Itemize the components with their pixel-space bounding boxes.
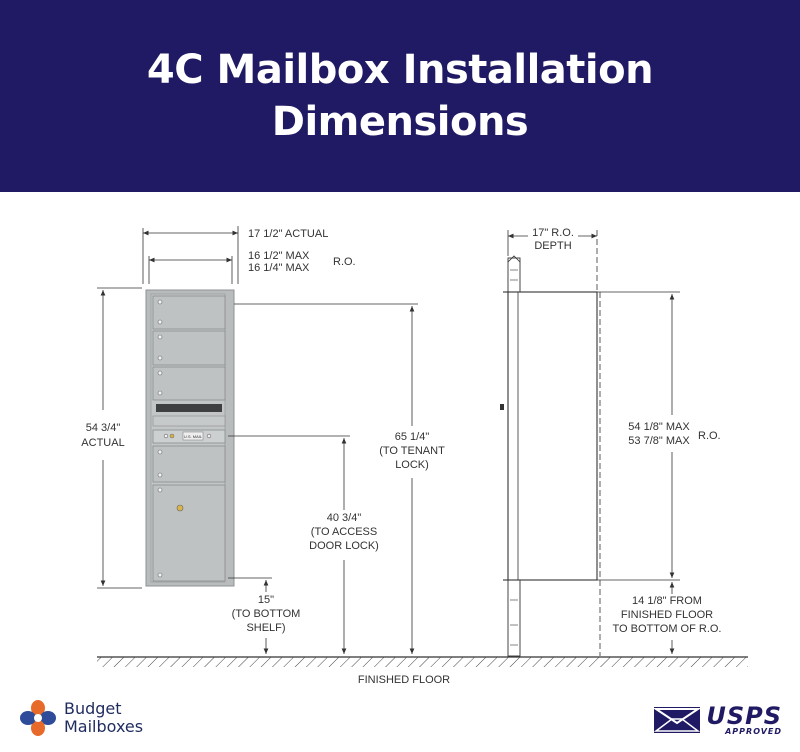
- ro-height-min-label: 53 7/8" MAX: [628, 435, 690, 447]
- budget-mailboxes-logo: Budget Mailboxes: [20, 700, 143, 736]
- outgoing-mail-slot: [156, 404, 222, 412]
- height-actual-label: ACTUAL: [81, 437, 124, 449]
- tenant-lock-label-1: (TO TENANT: [379, 445, 445, 457]
- depth-label: DEPTH: [534, 240, 571, 252]
- tenant-door-2: [152, 330, 226, 366]
- access-lock-label-1: (TO ACCESS: [311, 526, 377, 538]
- bottom-shelf-label-2: SHELF): [246, 622, 285, 634]
- finished-floor: FINISHED FLOOR: [97, 656, 748, 686]
- usps-wordmark: USPS: [706, 702, 782, 730]
- page-title-line-2: Dimensions: [271, 99, 529, 145]
- wall-stud-lower: [507, 579, 521, 657]
- finished-floor-label: FINISHED FLOOR: [358, 674, 450, 686]
- parcel-locker-door: [152, 484, 226, 582]
- floor-to-ro-value: 14 1/8" FROM: [632, 595, 702, 607]
- budget-mailboxes-flower-icon: [20, 700, 56, 736]
- tenant-door-4: [152, 445, 226, 483]
- ro-width-ro-label: R.O.: [333, 256, 356, 268]
- installation-diagram: U.S. MAIL 17 1/2" ACTUAL 16 1/2" MAX 16 …: [81, 226, 748, 686]
- floor-to-ro-label-2: TO BOTTOM OF R.O.: [613, 623, 722, 635]
- bottom-shelf-value: 15": [258, 594, 274, 606]
- tenant-lock-value: 65 1/4": [395, 431, 430, 443]
- brand-name-line-1: Budget: [64, 699, 122, 718]
- ro-height-max-label: 54 1/8" MAX: [628, 421, 690, 433]
- depth-value-label: 17" R.O.: [532, 227, 574, 239]
- ro-width-min-label: 16 1/4" MAX: [248, 262, 310, 274]
- floor-to-ro-label-1: FINISHED FLOOR: [621, 609, 713, 621]
- bottom-shelf-label-1: (TO BOTTOM: [232, 608, 301, 620]
- brand-name-line-2: Mailboxes: [64, 717, 144, 736]
- wall-stud-upper: [507, 257, 521, 293]
- usps-eagle-icon: [654, 707, 701, 733]
- footer: Budget Mailboxes USPS APPROVED: [0, 696, 800, 752]
- access-lock-value: 40 3/4": [327, 512, 362, 524]
- us-mail-label: U.S. MAIL: [184, 434, 203, 439]
- usps-approved-text: APPROVED: [725, 727, 782, 736]
- side-view: 17" R.O. DEPTH 54 1/8" MAX 53 7/8" MAX R…: [500, 227, 722, 657]
- tenant-door-1: [152, 295, 226, 330]
- ro-height-ro-label: R.O.: [698, 430, 721, 442]
- height-actual-value: 54 3/4": [86, 422, 121, 434]
- mailbox-side-profile: [507, 291, 598, 581]
- tenant-lock-label-2: LOCK): [395, 459, 429, 471]
- front-view: U.S. MAIL 17 1/2" ACTUAL 16 1/2" MAX 16 …: [81, 226, 445, 654]
- ro-width-max-label: 16 1/2" MAX: [248, 250, 310, 262]
- width-actual-label: 17 1/2" ACTUAL: [248, 228, 328, 240]
- header-banner: 4C Mailbox Installation Dimensions: [0, 0, 800, 192]
- access-door-lock: [169, 433, 175, 439]
- tenant-door-3: [152, 366, 226, 401]
- page-title-line-1: 4C Mailbox Installation: [146, 47, 654, 93]
- access-lock-label-2: DOOR LOCK): [309, 540, 379, 552]
- usps-approved-logo: USPS APPROVED: [654, 704, 782, 736]
